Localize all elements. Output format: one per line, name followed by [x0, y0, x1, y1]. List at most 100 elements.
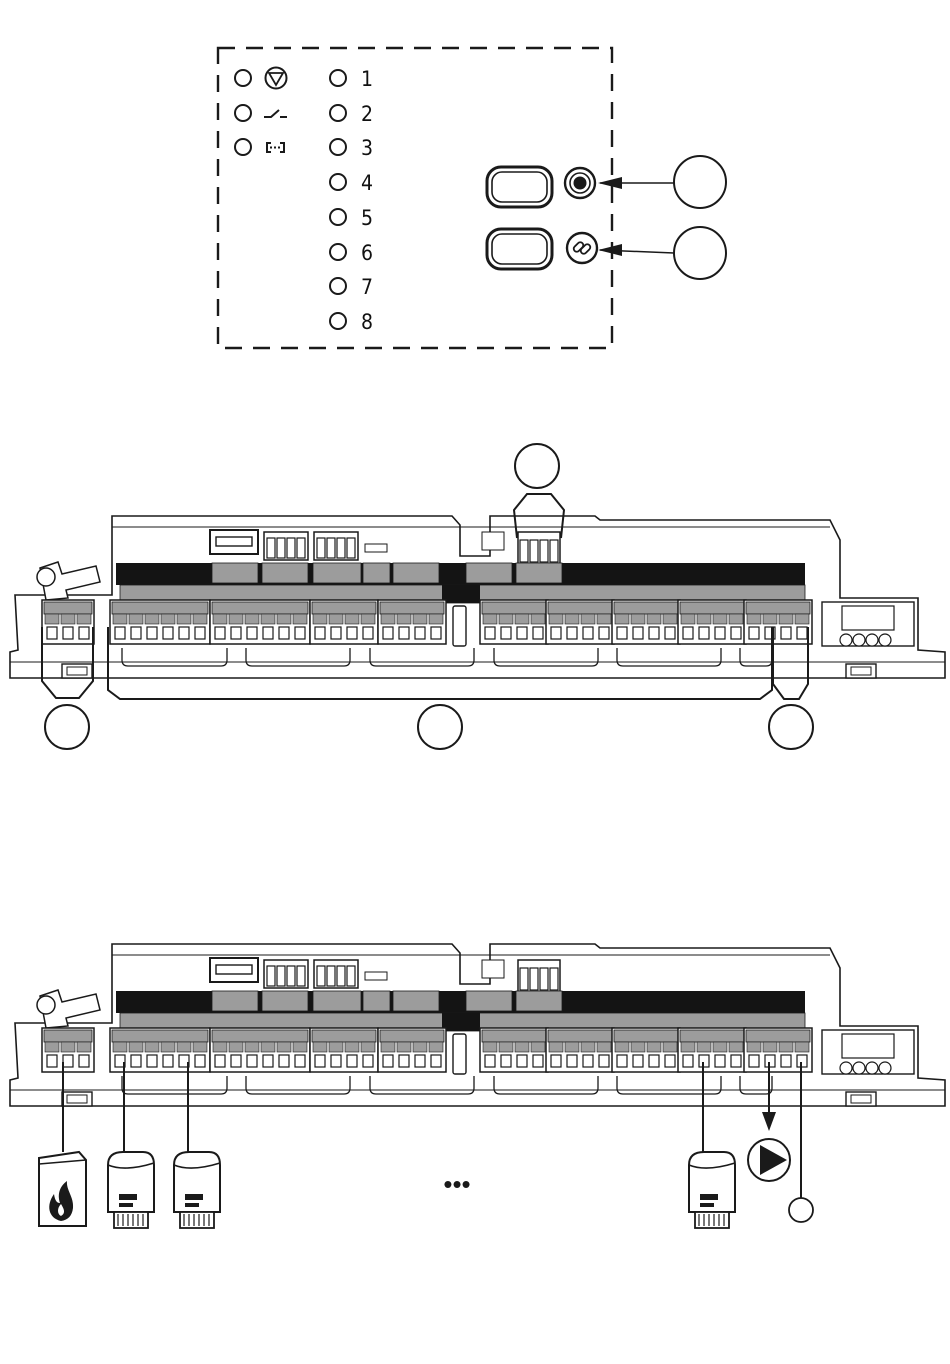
terminal-socket[interactable]	[665, 627, 675, 639]
terminal-screw-slot	[361, 1042, 375, 1052]
terminal-socket[interactable]	[715, 627, 725, 639]
terminal-socket[interactable]	[279, 1055, 289, 1067]
jumper	[365, 972, 387, 980]
terminal-socket[interactable]	[731, 1055, 741, 1067]
status-led-link	[235, 139, 251, 155]
contact-icon	[264, 110, 287, 117]
terminal-socket[interactable]	[415, 627, 425, 639]
terminal-pin	[540, 540, 548, 562]
terminal-socket[interactable]	[781, 627, 791, 639]
terminal-socket[interactable]	[231, 1055, 241, 1067]
terminal-socket[interactable]	[315, 1055, 325, 1067]
terminal-socket[interactable]	[79, 627, 89, 639]
zone-led-label: 1	[361, 67, 373, 91]
terminal-socket[interactable]	[147, 1055, 157, 1067]
terminal-socket[interactable]	[263, 1055, 273, 1067]
terminal-socket[interactable]	[47, 1055, 57, 1067]
terminal-socket[interactable]	[485, 627, 495, 639]
terminal-socket[interactable]	[551, 627, 561, 639]
terminal-socket[interactable]	[347, 627, 357, 639]
terminal-socket[interactable]	[583, 627, 593, 639]
terminal-socket[interactable]	[195, 1055, 205, 1067]
terminal-socket[interactable]	[649, 627, 659, 639]
terminal-socket[interactable]	[63, 1055, 73, 1067]
terminal-socket[interactable]	[567, 1055, 577, 1067]
terminal-socket[interactable]	[715, 1055, 725, 1067]
terminal-socket[interactable]	[247, 1055, 257, 1067]
terminal-socket[interactable]	[383, 627, 393, 639]
terminal-screw-slot	[565, 1042, 579, 1052]
terminal-socket[interactable]	[633, 1055, 643, 1067]
terminal-socket[interactable]	[599, 1055, 609, 1067]
terminal-socket[interactable]	[195, 627, 205, 639]
terminal-socket[interactable]	[797, 627, 807, 639]
terminal-socket[interactable]	[179, 627, 189, 639]
terminal-socket[interactable]	[231, 627, 241, 639]
terminal-socket[interactable]	[431, 627, 441, 639]
terminal-block-top	[380, 1030, 444, 1042]
terminal-socket[interactable]	[617, 627, 627, 639]
terminal-socket[interactable]	[295, 1055, 305, 1067]
zone-led-label: 7	[361, 275, 373, 299]
terminal-socket[interactable]	[533, 1055, 543, 1067]
terminal-screw-slot	[229, 614, 243, 624]
terminal-socket[interactable]	[247, 627, 257, 639]
terminal-socket[interactable]	[331, 627, 341, 639]
terminal-socket[interactable]	[583, 1055, 593, 1067]
terminal-socket[interactable]	[517, 1055, 527, 1067]
terminal-socket[interactable]	[567, 627, 577, 639]
terminal-socket[interactable]	[363, 1055, 373, 1067]
terminal-socket[interactable]	[131, 1055, 141, 1067]
terminal-pin	[347, 966, 355, 986]
terminal-socket[interactable]	[363, 627, 373, 639]
terminal-socket[interactable]	[699, 627, 709, 639]
header-segment	[212, 563, 258, 583]
terminal-socket[interactable]	[347, 1055, 357, 1067]
terminal-socket[interactable]	[163, 627, 173, 639]
terminal-socket[interactable]	[633, 627, 643, 639]
terminal-socket[interactable]	[683, 1055, 693, 1067]
terminal-pin	[277, 538, 285, 558]
terminal-socket[interactable]	[665, 1055, 675, 1067]
terminal-socket[interactable]	[215, 627, 225, 639]
terminal-socket[interactable]	[399, 627, 409, 639]
terminal-socket[interactable]	[649, 1055, 659, 1067]
terminal-socket[interactable]	[163, 1055, 173, 1067]
terminal-socket[interactable]	[749, 627, 759, 639]
terminal-socket[interactable]	[63, 627, 73, 639]
terminal-socket[interactable]	[147, 627, 157, 639]
terminal-socket[interactable]	[115, 627, 125, 639]
terminal-socket[interactable]	[501, 627, 511, 639]
terminal-socket[interactable]	[47, 627, 57, 639]
terminal-socket[interactable]	[551, 1055, 561, 1067]
terminal-socket[interactable]	[383, 1055, 393, 1067]
pair-button[interactable]	[487, 229, 552, 269]
record-button[interactable]	[487, 167, 552, 207]
zone-led-label: 2	[361, 102, 373, 126]
terminal-socket[interactable]	[683, 627, 693, 639]
terminal-socket[interactable]	[781, 1055, 791, 1067]
terminal-socket[interactable]	[599, 627, 609, 639]
terminal-socket[interactable]	[749, 1055, 759, 1067]
terminal-socket[interactable]	[501, 1055, 511, 1067]
terminal-socket[interactable]	[331, 1055, 341, 1067]
terminal-socket[interactable]	[263, 627, 273, 639]
terminal-socket[interactable]	[279, 627, 289, 639]
terminal-socket[interactable]	[295, 627, 305, 639]
terminal-socket[interactable]	[617, 1055, 627, 1067]
terminal-socket[interactable]	[415, 1055, 425, 1067]
terminal-socket[interactable]	[517, 627, 527, 639]
terminal-socket[interactable]	[315, 627, 325, 639]
terminal-socket[interactable]	[485, 1055, 495, 1067]
terminal-socket[interactable]	[533, 627, 543, 639]
terminal-socket[interactable]	[131, 627, 141, 639]
terminal-socket[interactable]	[79, 1055, 89, 1067]
controller-board-bottom	[10, 944, 945, 1106]
terminal-socket[interactable]	[399, 1055, 409, 1067]
terminal-socket[interactable]	[731, 627, 741, 639]
callout-record	[598, 156, 726, 208]
antenna-knob	[37, 996, 55, 1014]
terminal-socket[interactable]	[215, 1055, 225, 1067]
terminal-socket[interactable]	[431, 1055, 441, 1067]
terminal-screw-slot	[413, 614, 427, 624]
